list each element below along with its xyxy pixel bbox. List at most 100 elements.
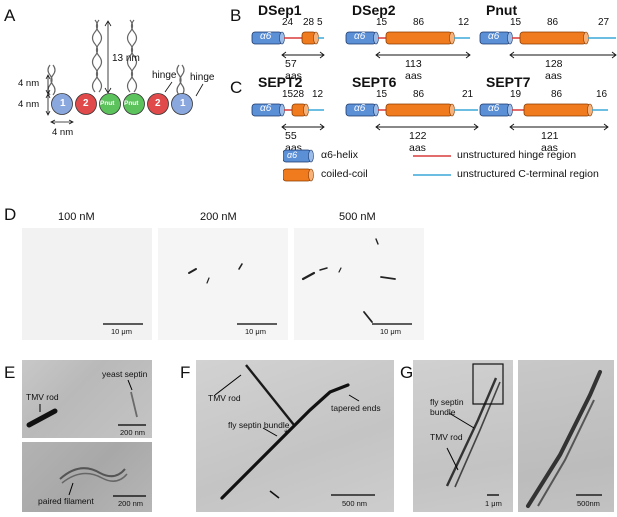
total-length: 121 aas xyxy=(541,130,559,154)
legend-cterm-label: unstructured C-terminal region xyxy=(457,168,599,180)
zoom-box xyxy=(472,363,504,405)
helix-label: α6 xyxy=(260,31,272,42)
subunit-1-left-label: 1 xyxy=(60,98,66,109)
label-g-bundle-1: fly septin xyxy=(430,397,464,407)
hinge-length: 15 xyxy=(510,17,522,28)
em-image-e-bottom xyxy=(22,442,152,512)
subunit-2-right xyxy=(147,93,169,115)
label-f-bundle: fly septin bundle xyxy=(228,420,290,430)
scale-g-right: 500nm xyxy=(577,499,600,508)
subunit-pnut-right-label: Pnut xyxy=(124,100,139,107)
hinge-length: 15 xyxy=(282,89,294,100)
protein-name: DSep1 xyxy=(258,2,302,18)
subunit-1-right xyxy=(171,93,193,115)
cterm-length: 27 xyxy=(598,17,610,28)
total-length: 122 aas xyxy=(409,130,427,154)
conc-200: 200 nM xyxy=(200,211,237,223)
label-e-yeast: yeast septin xyxy=(102,369,148,379)
subunit-1-right-label: 1 xyxy=(180,98,186,109)
scale-e-bottom: 200 nm xyxy=(118,499,144,508)
dim-4nm-top: 4 nm xyxy=(18,78,40,89)
subunit-pnut-left xyxy=(99,93,121,115)
total-length: 128 aas xyxy=(545,58,563,82)
legend-helix-symbol: α6 xyxy=(287,150,298,160)
scale-e-top: 200 nm xyxy=(120,428,146,437)
scale-d3: 10 μm xyxy=(380,327,401,336)
label-g-tmv: TMV rod xyxy=(430,432,463,442)
panel-letter-b: B xyxy=(230,6,242,25)
hinge-length: 15 xyxy=(376,89,388,100)
coil-length: 86 xyxy=(551,89,563,100)
scale-d1: 10 μm xyxy=(111,327,132,336)
panel-letter-c: C xyxy=(230,78,243,97)
label-g-bundle-2: bundle xyxy=(430,407,456,417)
conc-500: 500 nM xyxy=(339,211,376,223)
coil-length: 86 xyxy=(413,17,425,28)
domain-legend xyxy=(283,149,451,182)
cterm-length: 12 xyxy=(312,89,324,100)
subunit-2-right-label: 2 xyxy=(155,98,161,109)
legend-hinge-label: unstructured hinge region xyxy=(457,149,577,161)
dim-4nm-bottom: 4 nm xyxy=(52,127,74,138)
coiled-coil-strands xyxy=(47,19,185,96)
label-e-tmv: TMV rod xyxy=(26,392,59,402)
helix-label: α6 xyxy=(354,31,366,42)
protein-name: SEPT6 xyxy=(352,74,397,90)
panel-letter-d: D xyxy=(4,205,17,224)
hinge-label-left: hinge xyxy=(152,70,177,81)
cterm-length: 12 xyxy=(458,17,470,28)
label-e-paired: paired filament xyxy=(38,496,94,506)
protein-name: SEPT2 xyxy=(258,74,303,90)
em-image-g-right xyxy=(518,360,614,512)
em-image-f xyxy=(196,360,394,512)
helix-label: α6 xyxy=(260,103,272,114)
label-f-star: * xyxy=(284,428,289,440)
cterm-length: 5 xyxy=(317,17,323,28)
hinge-length: 24 xyxy=(282,17,294,28)
scale-d2: 10 μm xyxy=(245,327,266,336)
helix-label: α6 xyxy=(488,31,500,42)
cterm-length: 16 xyxy=(596,89,608,100)
coil-length: 86 xyxy=(413,89,425,100)
legend-helix-label: α6-helix xyxy=(321,149,359,161)
scale-g-left: 1 μm xyxy=(485,499,502,508)
coil-length: 86 xyxy=(547,17,559,28)
total-length: 57 aas xyxy=(285,58,302,82)
subunit-2-left xyxy=(75,93,97,115)
coil-length: 28 xyxy=(303,17,315,28)
subunit-pnut-right xyxy=(123,93,145,115)
hinge-length: 19 xyxy=(510,89,522,100)
fluor-image-100nm xyxy=(22,228,152,340)
panel-letter-f: F xyxy=(180,363,191,382)
panel-letter-a: A xyxy=(4,6,16,25)
hinge-label-right: hinge xyxy=(190,72,215,83)
label-f-tapered: tapered ends xyxy=(331,403,381,413)
hinge-length: 15 xyxy=(376,17,388,28)
panel-a-diagram xyxy=(45,19,204,125)
panel-letter-g: G xyxy=(400,363,414,382)
protein-name: SEPT7 xyxy=(486,74,531,90)
label-f-tmv: TMV rod xyxy=(208,393,241,403)
subunit-pnut-left-label: Pnut xyxy=(100,100,115,107)
legend-coil-label: coiled-coil xyxy=(321,168,368,180)
total-length: 113 aas xyxy=(405,58,422,82)
protein-name: DSep2 xyxy=(352,2,396,18)
dim-13nm: 13 nm xyxy=(112,53,140,64)
conc-100: 100 nM xyxy=(58,211,95,223)
panel-letter-e: E xyxy=(4,363,16,382)
dim-4nm-mid: 4 nm xyxy=(18,99,40,110)
helix-label: α6 xyxy=(354,103,366,114)
fluor-image-200nm xyxy=(158,228,288,340)
fluor-image-500nm xyxy=(294,228,424,340)
cterm-length: 21 xyxy=(462,89,474,100)
scale-f: 500 nm xyxy=(342,499,368,508)
coil-length: 28 xyxy=(293,89,305,100)
subunit-2-left-label: 2 xyxy=(83,98,89,109)
helix-label: α6 xyxy=(488,103,500,114)
em-image-g-left xyxy=(413,360,513,512)
protein-name: Pnut xyxy=(486,2,518,18)
